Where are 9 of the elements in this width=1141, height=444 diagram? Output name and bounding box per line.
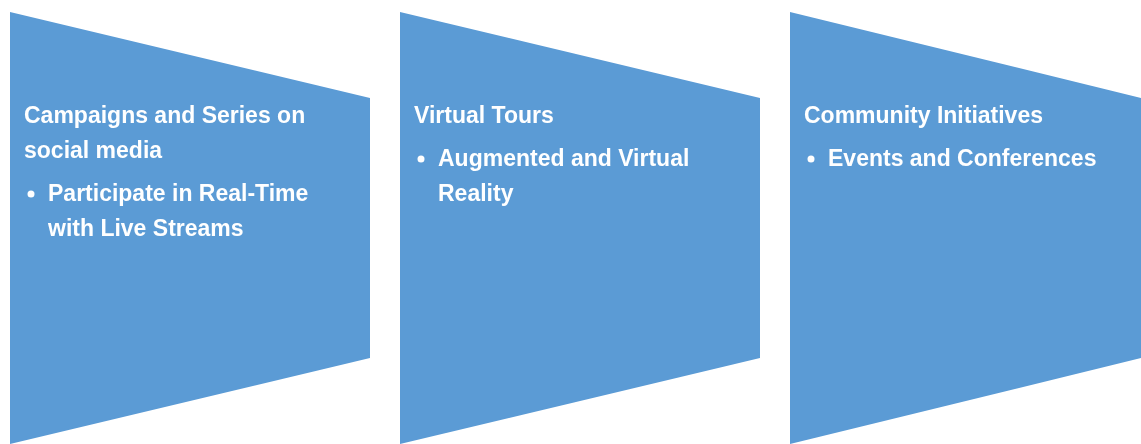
bullet-text: Participate in Real-Time with Live Streams: [48, 179, 310, 243]
bullet-text: Events and Conferences: [828, 144, 1097, 173]
heading-text: Community Initiatives: [804, 101, 1044, 130]
heading-text: Campaigns and Series on social media: [24, 101, 307, 165]
trapezoid-shape: [10, 12, 370, 444]
trapezoid-shape: [790, 12, 1141, 444]
heading-text: Virtual Tours: [414, 101, 555, 130]
trapezoid-shape: [400, 12, 760, 444]
bullet-text: Augmented and Virtual Reality: [438, 144, 691, 208]
